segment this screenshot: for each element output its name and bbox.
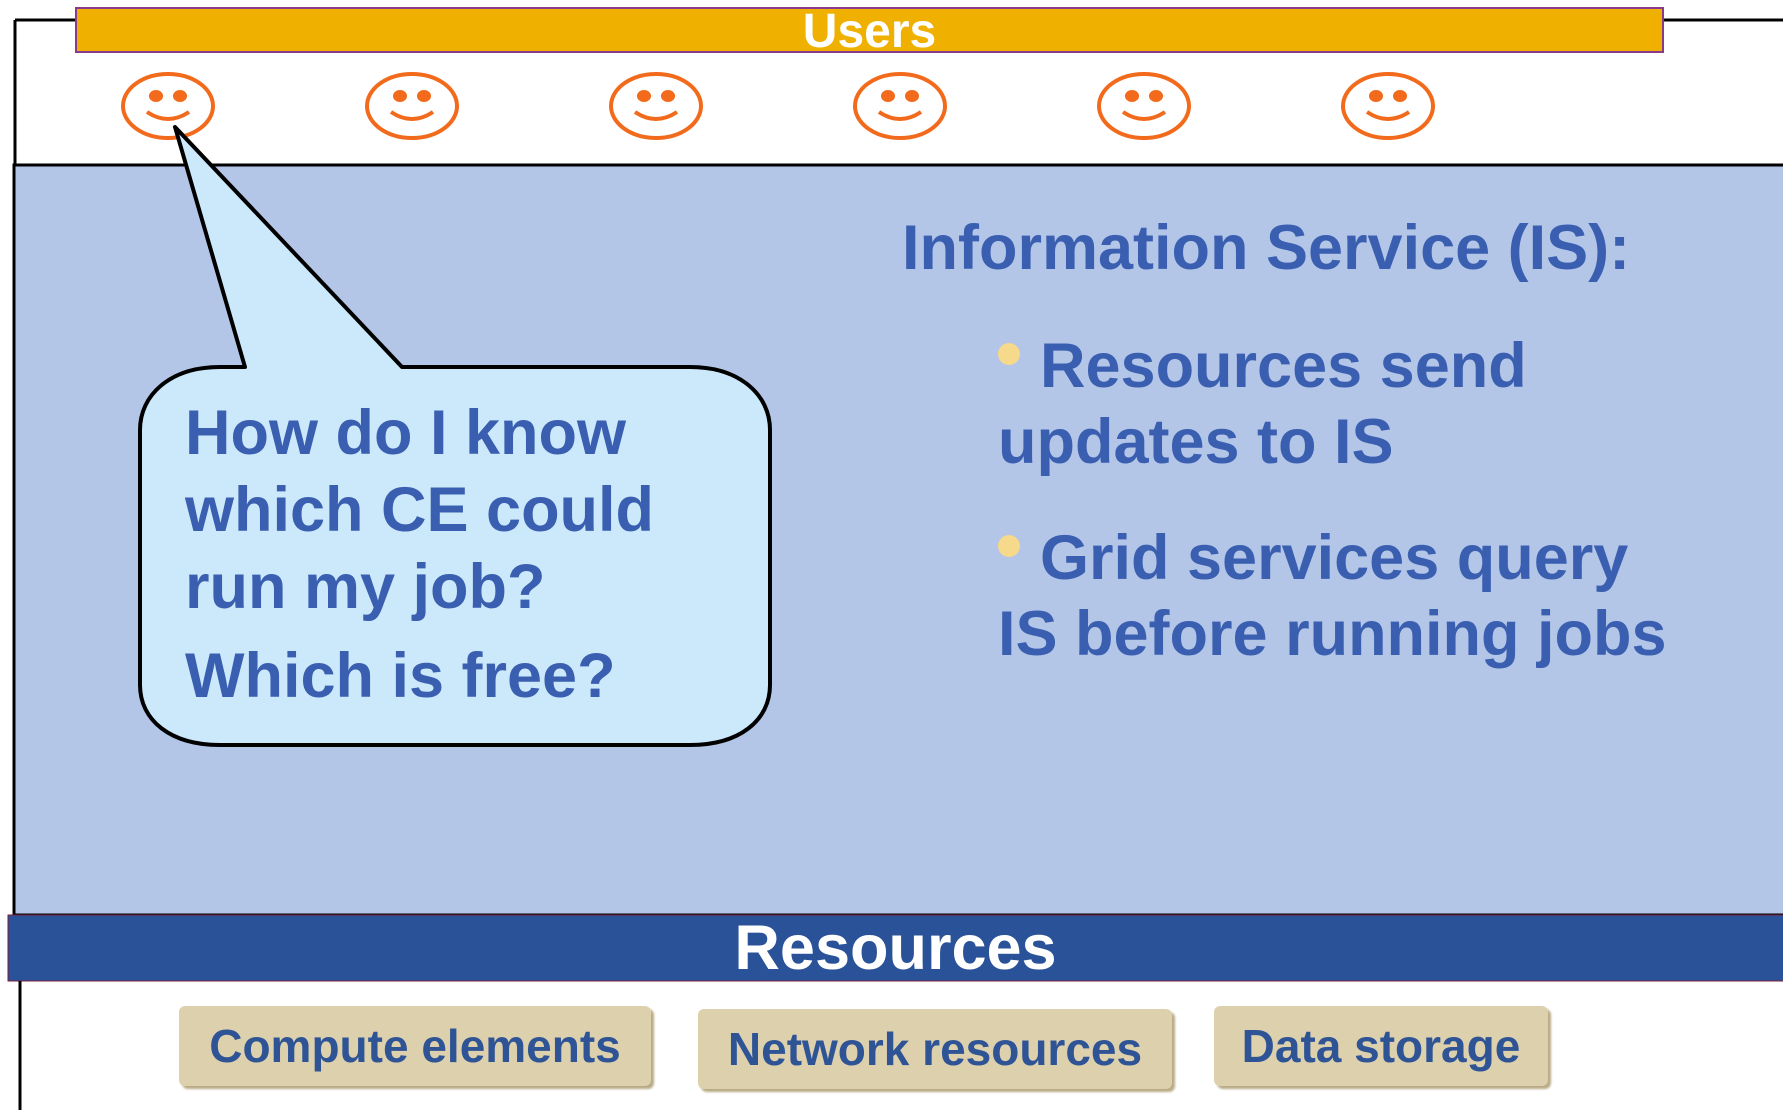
is-bullet-2-line-2: IS before running jobs <box>998 599 1667 669</box>
is-bullet-2: Grid services query IS before running jo… <box>998 520 1667 672</box>
information-service-title: Information Service (IS): <box>902 213 1631 283</box>
smiley-face-icon <box>853 72 947 140</box>
users-title: Users <box>802 5 937 58</box>
bubble-line-2: which CE could <box>185 475 655 545</box>
network-resources-button[interactable]: Network resources <box>698 1009 1172 1089</box>
is-bullet-1-line-1: Resources send <box>1040 331 1527 401</box>
user-faces <box>121 72 1435 140</box>
resources-title: Resources <box>734 913 1057 983</box>
speech-bubble-text: How do I know which CE could run my job?… <box>185 395 654 715</box>
is-bullet-1-line-2: updates to IS <box>998 407 1394 477</box>
bubble-line-3: run my job? <box>185 552 546 622</box>
users-bar <box>75 7 1664 53</box>
is-bullet-1: Resources send updates to IS <box>998 328 1527 480</box>
bullet-dot-icon <box>998 534 1020 557</box>
smiley-face-icon <box>121 72 215 140</box>
is-bullet-2-line-1: Grid services query <box>1040 523 1629 593</box>
smiley-face-icon <box>609 72 703 140</box>
smiley-face-icon <box>365 72 459 140</box>
resources-bar <box>7 914 1783 982</box>
bubble-line-4: Which is free? <box>185 641 616 711</box>
compute-elements-button[interactable]: Compute elements <box>179 1006 651 1086</box>
bullet-dot-icon <box>998 342 1020 365</box>
data-storage-button[interactable]: Data storage <box>1214 1006 1548 1086</box>
smiley-face-icon <box>1097 72 1191 140</box>
speech-bubble <box>138 125 772 747</box>
bubble-line-1: How do I know <box>185 398 626 468</box>
smiley-face-icon <box>1341 72 1435 140</box>
